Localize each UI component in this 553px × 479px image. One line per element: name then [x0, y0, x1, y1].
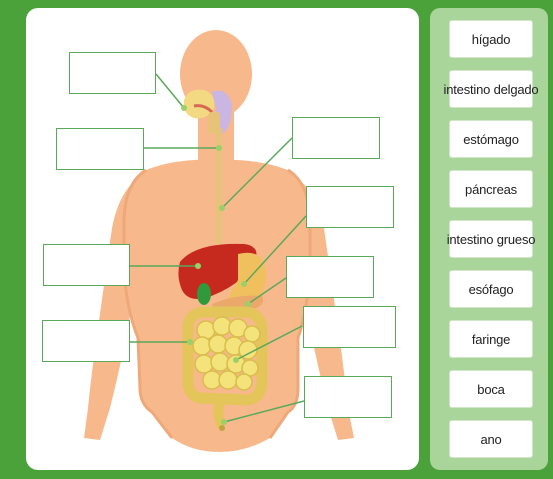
word-chip-boca[interactable]: boca [449, 370, 533, 408]
word-chip-intestino-delgado[interactable]: intestino delgado [449, 70, 533, 108]
drop-target-9[interactable] [304, 376, 392, 418]
word-chip-estomago[interactable]: estómago [449, 120, 533, 158]
word-chip-pancreas[interactable]: páncreas [449, 170, 533, 208]
word-chip-higado[interactable]: hígado [449, 20, 533, 58]
drop-target-2[interactable] [56, 128, 144, 170]
diagram-panel [26, 8, 419, 470]
gallbladder-organ [197, 283, 211, 305]
drop-target-7[interactable] [42, 320, 130, 362]
drop-target-1[interactable] [69, 52, 156, 94]
drop-target-4[interactable] [306, 186, 394, 228]
word-chip-faringe[interactable]: faringe [449, 320, 533, 358]
word-chip-esofago[interactable]: esófago [449, 270, 533, 308]
drop-target-6[interactable] [286, 256, 374, 298]
drop-target-8[interactable] [303, 306, 396, 348]
word-chip-intestino-grueso[interactable]: intestino grueso [449, 220, 533, 258]
anus-point [219, 425, 225, 431]
drop-target-3[interactable] [292, 117, 380, 159]
word-bank-panel: hígado intestino delgado estómago páncre… [430, 8, 548, 470]
word-chip-ano[interactable]: ano [449, 420, 533, 458]
drop-target-5[interactable] [43, 244, 130, 286]
